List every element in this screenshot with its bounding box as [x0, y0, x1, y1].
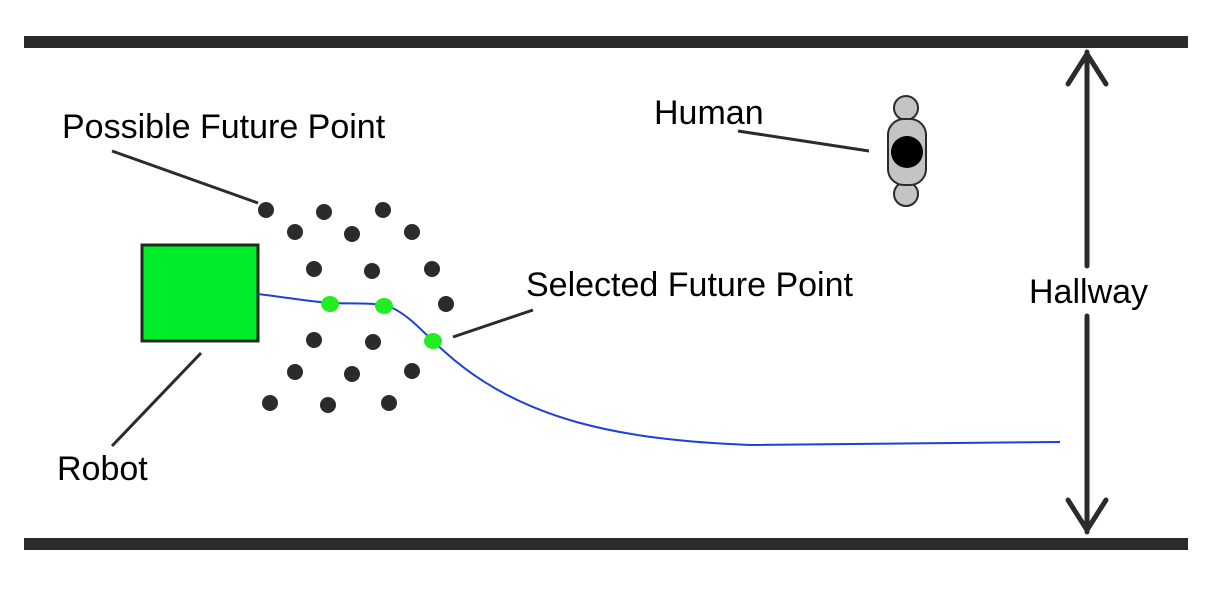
selected-future-point — [375, 298, 393, 314]
robot — [140, 243, 260, 343]
possible-future-point — [344, 226, 360, 242]
possible-future-point — [404, 224, 420, 240]
human-leader-line — [737, 129, 870, 153]
selected-future-point — [424, 333, 442, 349]
selected-future-point-leader-line — [452, 308, 534, 339]
possible-future-points — [258, 202, 454, 413]
robot-leader-line — [110, 351, 203, 448]
possible-future-point — [344, 366, 360, 382]
possible-future-point — [375, 202, 391, 218]
selected-future-points — [321, 296, 442, 349]
hallway-top-wall — [24, 36, 1188, 48]
possible-future-point — [404, 363, 420, 379]
possible-future-point — [424, 261, 440, 277]
human-icon — [887, 95, 927, 207]
possible-future-point — [364, 263, 380, 279]
hallway-label: Hallway — [1029, 273, 1148, 311]
selected-future-point — [321, 296, 339, 312]
possible-future-point-label: Possible Future Point — [62, 108, 386, 146]
planned-path — [257, 293, 1061, 447]
possible-future-point — [262, 395, 278, 411]
possible-future-point-leader-line — [111, 149, 259, 205]
possible-future-point — [258, 202, 274, 218]
possible-future-point — [306, 332, 322, 348]
possible-future-point — [287, 364, 303, 380]
possible-future-point — [320, 397, 336, 413]
hallway-width-arrow — [1065, 49, 1109, 535]
human-arm-top — [893, 95, 919, 121]
possible-future-point — [306, 261, 322, 277]
possible-future-point — [287, 224, 303, 240]
hallway-bottom-wall — [24, 538, 1188, 550]
human-head — [891, 136, 923, 168]
possible-future-point — [381, 395, 397, 411]
human-label: Human — [654, 94, 764, 132]
possible-future-point — [365, 334, 381, 350]
selected-future-point-label: Selected Future Point — [526, 266, 854, 304]
possible-future-point — [438, 296, 454, 312]
possible-future-point — [316, 204, 332, 220]
robot-label: Robot — [57, 450, 148, 488]
